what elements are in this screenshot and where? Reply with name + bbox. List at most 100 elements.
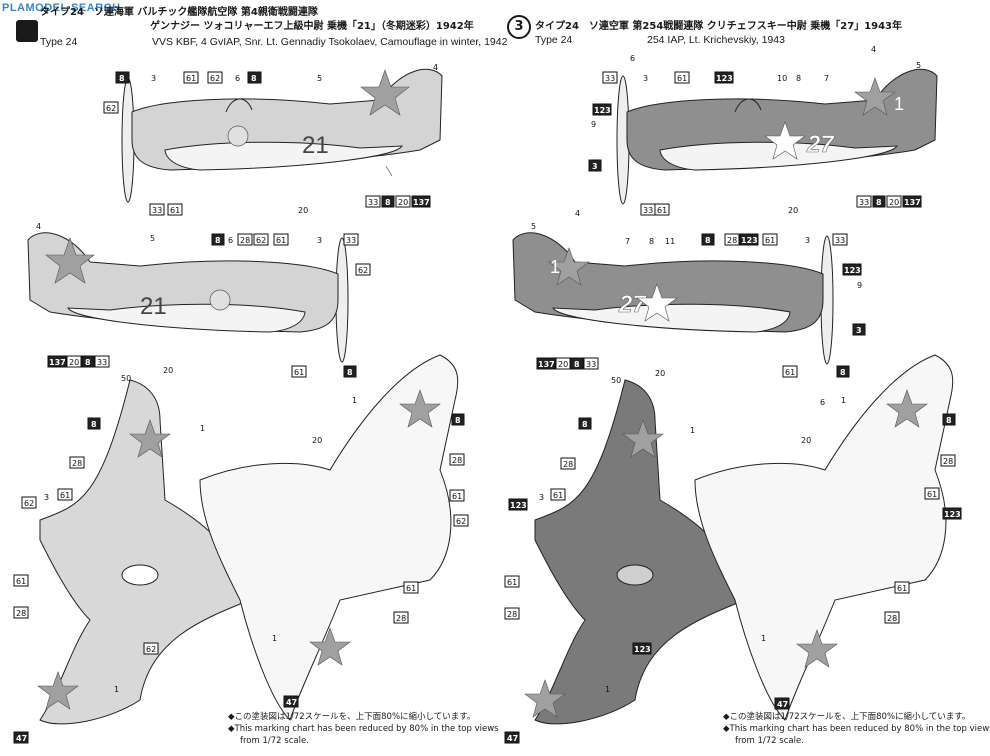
callout-33: 33 [643, 206, 653, 215]
tail-mark-1: 1 [894, 94, 904, 114]
callout-1: 1 [761, 634, 766, 643]
profile-star [636, 283, 678, 322]
callout-123: 123 [594, 106, 611, 115]
callout-61: 61 [406, 584, 416, 593]
callout-8: 8 [455, 416, 461, 425]
profile-star [548, 247, 590, 286]
callout-137: 137 [413, 198, 430, 207]
callout-8: 8 [574, 360, 580, 369]
callout-61: 61 [657, 206, 667, 215]
callout-20: 20 [801, 436, 811, 445]
scheme-panel-right: 3 タイプ24 ソ連空軍 第254戦闘連隊 クリチェフスキー中尉 乗機「27」1… [495, 0, 990, 756]
callout-3: 3 [856, 326, 862, 335]
callout-123: 123 [716, 74, 733, 83]
callout-28: 28 [943, 457, 953, 466]
callout-9: 9 [591, 120, 596, 129]
callout-1: 1 [841, 396, 846, 405]
callout-28: 28 [240, 236, 250, 245]
tail-number-21: 21 [302, 132, 329, 159]
callout-20: 20 [889, 198, 899, 207]
tail-number-27: 27 [618, 291, 647, 318]
callout-8: 8 [582, 420, 588, 429]
plan-star [796, 629, 838, 668]
callout-123: 123 [944, 510, 961, 519]
callout-33: 33 [152, 206, 162, 215]
callout-137: 137 [538, 360, 555, 369]
tail-number-21: 21 [140, 293, 167, 320]
plan-star [886, 389, 928, 428]
callout-20: 20 [558, 360, 568, 369]
scheme-title-jp: タイプ24 ソ連空軍 第254戦闘連隊 クリチェフスキー中尉 乗機「27」194… [535, 21, 902, 32]
callout-62: 62 [256, 236, 266, 245]
type-label: Type 24 [40, 36, 78, 48]
callout-61: 61 [785, 368, 795, 377]
profile-right-side: 21 [121, 68, 443, 203]
callout-50: 50 [611, 376, 621, 385]
callout-3: 3 [539, 493, 544, 502]
callout-61: 61 [765, 236, 775, 245]
profile-star [854, 77, 896, 116]
callout-8: 8 [946, 416, 952, 425]
callout-5: 5 [150, 234, 155, 243]
callout-8: 8 [347, 368, 353, 377]
callout-8: 8 [85, 358, 91, 367]
callout-7: 7 [824, 74, 829, 83]
callout-28: 28 [72, 459, 82, 468]
callouts: 8 3 61 62 6 8 5 4 62 33 61 20 33 8 20 13… [13, 63, 469, 744]
profile-star [360, 69, 410, 116]
scheme-panel-left: タイプ24 ソ連海軍 バルチック艦隊航空隊 第4親衛戦闘連隊 ゲンナジー ツォコ… [13, 7, 507, 746]
tail-mark-1: 1 [550, 257, 560, 277]
callout-61: 61 [507, 578, 517, 587]
callout-1: 1 [352, 396, 357, 405]
plan-star [37, 671, 79, 710]
callout-62: 62 [24, 499, 34, 508]
callout-61: 61 [553, 491, 563, 500]
callout-6: 6 [820, 398, 825, 407]
callout-62: 62 [456, 517, 466, 526]
callouts: 6 33 3 61 123 10 8 7 4 5 123 9 3 33 61 2… [504, 45, 962, 744]
callout-4: 4 [871, 45, 876, 54]
callout-8: 8 [385, 198, 391, 207]
callout-20: 20 [163, 366, 173, 375]
callout-1: 1 [605, 685, 610, 694]
callout-33: 33 [859, 198, 869, 207]
plan-star [399, 389, 441, 428]
type-label: Type 24 [535, 34, 573, 46]
callout-28: 28 [727, 236, 737, 245]
plan-top-view [524, 379, 746, 725]
callout-123: 123 [510, 501, 527, 510]
callout-6: 6 [630, 54, 635, 63]
callout-5: 5 [916, 61, 921, 70]
callout-33: 33 [97, 358, 107, 367]
profile-star [764, 121, 806, 160]
callout-33: 33 [368, 198, 378, 207]
callout-47: 47 [777, 700, 788, 709]
callout-47: 47 [16, 734, 27, 743]
callout-8: 8 [649, 237, 654, 246]
callout-28: 28 [887, 614, 897, 623]
tail-number-27: 27 [806, 131, 835, 158]
callout-20: 20 [312, 436, 322, 445]
plan-bottom-view [694, 354, 954, 721]
scheme-title-jp: タイプ24 ソ連海軍 バルチック艦隊航空隊 第4親衛戦闘連隊 [40, 7, 318, 18]
profile-left-side: 21 [27, 232, 349, 363]
callout-61: 61 [452, 492, 462, 501]
callout-28: 28 [452, 456, 462, 465]
callout-61: 61 [170, 206, 180, 215]
plan-star [524, 679, 566, 718]
callout-6: 6 [235, 74, 240, 83]
scale-note-jp: ◆この塗装図は1/72スケールを、上下面80%に縮小しています。 [723, 712, 971, 722]
scale-note-en-2: from 1/72 scale. [735, 736, 804, 746]
callout-20: 20 [788, 206, 798, 215]
profile-left-side: 1 27 [512, 232, 834, 365]
callout-1: 1 [114, 685, 119, 694]
callout-61: 61 [186, 74, 196, 83]
watermark: PLAMODEL SEARCH [2, 2, 121, 14]
callout-8: 8 [215, 236, 221, 245]
callout-20: 20 [398, 198, 408, 207]
callout-3: 3 [317, 236, 322, 245]
callout-28: 28 [563, 460, 573, 469]
plan-bottom-view [199, 354, 459, 721]
callout-62: 62 [146, 645, 156, 654]
callout-3: 3 [151, 74, 156, 83]
